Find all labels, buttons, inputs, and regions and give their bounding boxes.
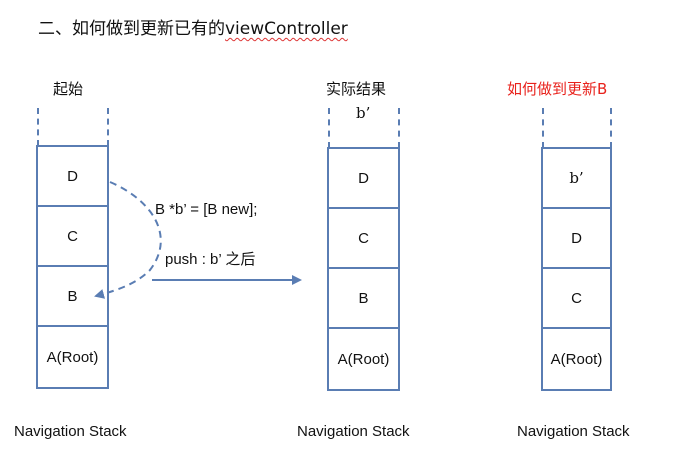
stack-cell: A(Root) bbox=[327, 327, 400, 391]
push-annotation: push : b’ 之后 bbox=[165, 251, 256, 268]
stack-dashed-right-border bbox=[107, 108, 109, 146]
stack-dashed-left-border bbox=[542, 108, 544, 148]
stack-footer: Navigation Stack bbox=[517, 423, 630, 440]
stack-dashed-right-border bbox=[398, 108, 400, 148]
stack-dashed-right-border bbox=[610, 108, 612, 148]
stack-heading-start: 起始 bbox=[53, 80, 84, 98]
diagram-title: 二、如何做到更新已有的viewController bbox=[38, 14, 348, 39]
title-prefix: 二、如何做到更新已有的 bbox=[38, 19, 225, 39]
stack-dashed-left-border bbox=[37, 108, 39, 146]
stack-heading-result: 实际结果 bbox=[326, 80, 387, 98]
code-annotation: B *b’ = [B new]; bbox=[155, 201, 258, 218]
curved-dashed-arrow bbox=[94, 181, 162, 299]
title-word: viewController bbox=[225, 19, 348, 39]
stack-top-label: b’ bbox=[356, 104, 371, 122]
stack-cell: A(Root) bbox=[541, 327, 612, 391]
stack-dashed-left-border bbox=[328, 108, 330, 148]
stack-cell: A(Root) bbox=[36, 325, 109, 389]
stack-footer: Navigation Stack bbox=[297, 423, 410, 440]
stack-heading-goal: 如何做到更新B bbox=[507, 80, 608, 98]
stack-footer: Navigation Stack bbox=[14, 423, 127, 440]
